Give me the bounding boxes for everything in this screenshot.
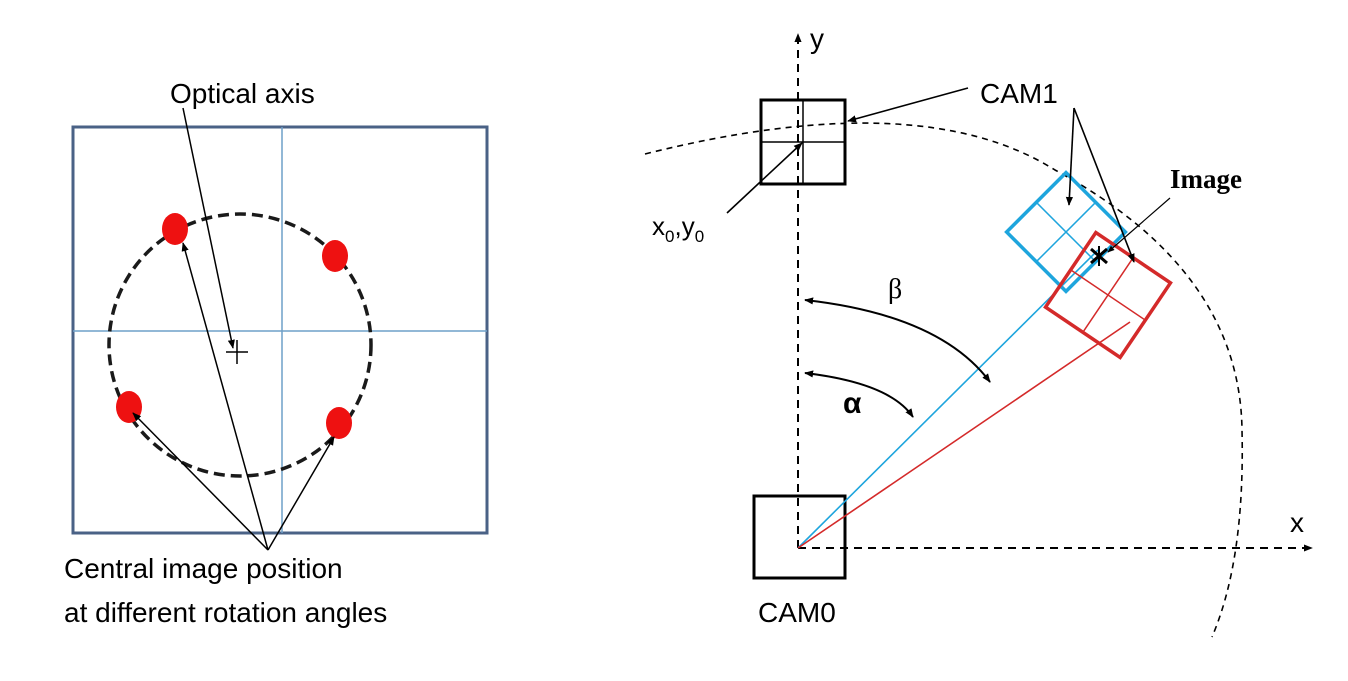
x-axis-label: x: [1290, 507, 1304, 538]
caption-line-2: at different rotation angles: [64, 597, 387, 628]
image-point-marker: [1090, 246, 1108, 266]
rotation-circle: [107, 212, 373, 478]
spot-top-left: [162, 213, 188, 245]
left-panel: Optical axis Central image position at d…: [64, 78, 489, 628]
origin-label: x0,y0: [652, 211, 704, 246]
beta-arc: [804, 297, 991, 383]
caption-arrow-3: [267, 436, 335, 551]
y-axis-label: y: [810, 23, 824, 54]
caption-arrow-1: [132, 412, 269, 551]
red-ray: [797, 321, 1131, 549]
image-label: Image: [1170, 164, 1242, 194]
cam0-label: CAM0: [758, 597, 836, 628]
sensor-frame: [71, 125, 489, 535]
cam1-arrow-cyan: [1065, 107, 1075, 206]
optical-axis-arrow: [182, 107, 235, 349]
cam1-cyan-box: [1004, 170, 1128, 294]
spot-bottom-right: [326, 407, 352, 439]
cam1-arrow-red: [1073, 107, 1135, 263]
cam1-label: CAM1: [980, 78, 1058, 109]
right-panel: y x CAM1 CAM0 Image β α x0,y0: [644, 23, 1313, 638]
caption-line-1: Central image position: [64, 553, 343, 584]
rotation-arc: [644, 122, 1244, 638]
cam1-reference-box: [759, 98, 847, 186]
caption-arrow-2: [181, 242, 269, 551]
beta-label: β: [888, 274, 902, 305]
cyan-ray: [797, 249, 1099, 549]
spot-top-right: [322, 240, 348, 272]
origin-arrow: [726, 142, 803, 214]
image-arrow: [1107, 197, 1171, 253]
cam0-box: [752, 494, 847, 580]
alpha-label: α: [843, 387, 862, 420]
alpha-arc: [804, 370, 914, 418]
optical-axis-marker: [226, 340, 248, 364]
cam1-arrow-ref: [847, 87, 969, 123]
optical-axis-label: Optical axis: [170, 78, 315, 109]
